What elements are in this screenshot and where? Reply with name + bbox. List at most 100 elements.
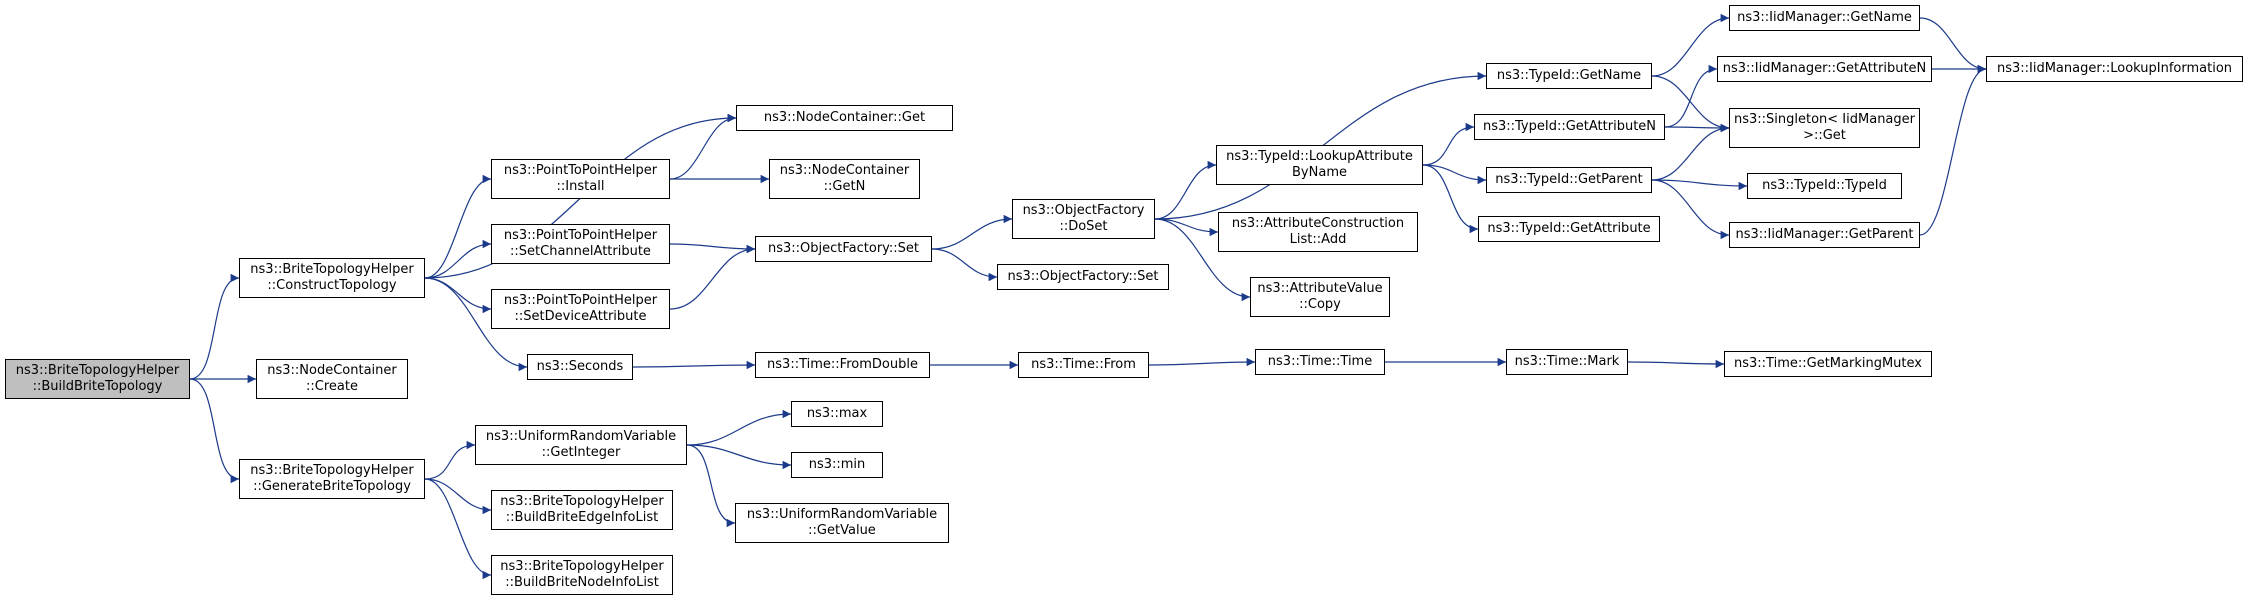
node-iid-getparent[interactable]: ns3::IidManager::GetParent bbox=[1729, 222, 1920, 248]
node-label-line: ns3::NodeContainer bbox=[267, 363, 397, 378]
node-label-line: ns3::UniformRandomVariable bbox=[485, 429, 677, 444]
node-typeid-get-attribute-n[interactable]: ns3::TypeId::GetAttributeN bbox=[1474, 114, 1665, 140]
node-urv-get-integer[interactable]: ns3::UniformRandomVariable::GetInteger bbox=[475, 425, 687, 465]
edge-build-brite-topology-to-generate-brite-topology bbox=[189, 378, 240, 484]
node-label-line: ns3::TypeId::GetAttributeN bbox=[1482, 119, 1657, 134]
edge-generate-brite-topology-to-build-node-info-list bbox=[424, 478, 492, 580]
node-label-line: ns3::PointToPointHelper bbox=[503, 228, 658, 243]
node-label-line: ns3::Time::Time bbox=[1267, 354, 1373, 369]
node-label-line: ns3::Seconds bbox=[536, 359, 624, 374]
node-label-line: ns3::TypeId::GetParent bbox=[1495, 172, 1643, 187]
node-label-line: ns3::TypeId::GetName bbox=[1496, 68, 1642, 83]
node-singleton-get[interactable]: ns3::Singleton< IidManager >::Get bbox=[1729, 108, 1920, 148]
node-time-mark[interactable]: ns3::Time::Mark bbox=[1506, 349, 1628, 375]
edge-urv-get-integer-to-min bbox=[686, 444, 792, 470]
edge-object-factory-set-1-to-object-factory-doset bbox=[931, 214, 1013, 250]
edge-object-factory-set-1-to-object-factory-set-2 bbox=[931, 248, 998, 282]
node-node-container-create[interactable]: ns3::NodeContainer::Create bbox=[256, 359, 408, 399]
node-label-line: ns3::IidManager::GetAttributeN bbox=[1722, 61, 1927, 76]
node-typeid-get-attribute[interactable]: ns3::TypeId::GetAttribute bbox=[1478, 216, 1660, 242]
node-label-line: ns3::Time::GetMarkingMutex bbox=[1734, 356, 1922, 371]
node-iid-lookup-info[interactable]: ns3::IidManager::LookupInformation bbox=[1986, 56, 2243, 82]
node-label-line: ns3::TypeId::TypeId bbox=[1762, 178, 1887, 193]
edge-urv-get-integer-to-max bbox=[686, 409, 792, 446]
node-label-line: ::SetDeviceAttribute bbox=[514, 309, 647, 324]
node-label-line: ns3::ObjectFactory::Set bbox=[1007, 269, 1159, 284]
node-typeid-getparent[interactable]: ns3::TypeId::GetParent bbox=[1486, 167, 1652, 193]
node-label-line: ::ConstructTopology bbox=[267, 278, 397, 293]
node-label-line: ns3::NodeContainer bbox=[779, 163, 910, 178]
node-label-line: ::BuildBriteEdgeInfoList bbox=[505, 510, 659, 525]
node-label-line: ns3::BriteTopologyHelper bbox=[500, 494, 664, 509]
node-iid-getname[interactable]: ns3::IidManager::GetName bbox=[1729, 5, 1920, 31]
node-p2p-set-channel-attr[interactable]: ns3::PointToPointHelper::SetChannelAttri… bbox=[491, 224, 670, 264]
node-attr-value-copy[interactable]: ns3::AttributeValue::Copy bbox=[1250, 277, 1390, 317]
node-label-line: ns3::Time::Mark bbox=[1514, 354, 1620, 369]
node-p2p-install[interactable]: ns3::PointToPointHelper::Install bbox=[491, 159, 670, 199]
edge-object-factory-doset-to-typeid-lookup-attr bbox=[1154, 160, 1217, 220]
edge-urv-get-integer-to-urv-get-value bbox=[686, 444, 736, 528]
node-time-get-marking-mutex[interactable]: ns3::Time::GetMarkingMutex bbox=[1724, 351, 1932, 377]
node-label-line: ns3::BriteTopologyHelper bbox=[15, 363, 180, 378]
node-node-container-getn[interactable]: ns3::NodeContainer::GetN bbox=[769, 159, 920, 199]
node-build-node-info-list[interactable]: ns3::BriteTopologyHelper::BuildBriteNode… bbox=[491, 555, 673, 595]
node-label-line: ns3::Time::From bbox=[1031, 357, 1136, 372]
node-construct-topology[interactable]: ns3::BriteTopologyHelper::ConstructTopol… bbox=[239, 258, 425, 298]
node-min[interactable]: ns3::min bbox=[791, 452, 883, 478]
node-label-line: ::GetN bbox=[823, 179, 866, 194]
edge-typeid-getname-to-singleton-get bbox=[1651, 75, 1730, 133]
edge-typeid-getparent-to-singleton-get bbox=[1651, 123, 1730, 181]
node-label-line: ns3::max bbox=[806, 406, 868, 421]
node-label-line: ns3::min bbox=[808, 457, 866, 472]
node-object-factory-set-2[interactable]: ns3::ObjectFactory::Set bbox=[997, 264, 1169, 290]
edge-iid-getparent-to-iid-lookup-info bbox=[1919, 64, 1987, 236]
node-label-line: ::SetChannelAttribute bbox=[510, 244, 651, 259]
edge-construct-topology-to-seconds bbox=[424, 277, 528, 372]
edge-build-brite-topology-to-construct-topology bbox=[189, 273, 240, 380]
node-typeid-getname[interactable]: ns3::TypeId::GetName bbox=[1486, 63, 1652, 89]
node-node-container-get[interactable]: ns3::NodeContainer::Get bbox=[736, 105, 953, 131]
edge-typeid-getparent-to-typeid-typeid bbox=[1651, 179, 1748, 191]
node-object-factory-set-1[interactable]: ns3::ObjectFactory::Set bbox=[755, 236, 932, 262]
edge-typeid-lookup-attr-to-typeid-get-attribute bbox=[1422, 164, 1479, 234]
node-label-line: ns3::PointToPointHelper bbox=[503, 293, 658, 308]
node-label-line: List::Add bbox=[1289, 232, 1347, 247]
node-time-time[interactable]: ns3::Time::Time bbox=[1255, 349, 1385, 375]
edge-generate-brite-topology-to-build-edge-info-list bbox=[424, 478, 492, 515]
edge-generate-brite-topology-to-urv-get-integer bbox=[424, 440, 476, 480]
node-label-line: ::BuildBriteNodeInfoList bbox=[505, 575, 659, 590]
node-iid-get-attribute-n[interactable]: ns3::IidManager::GetAttributeN bbox=[1717, 56, 1932, 82]
node-p2p-set-device-attr[interactable]: ns3::PointToPointHelper::SetDeviceAttrib… bbox=[491, 289, 670, 329]
node-label-line: ::Copy bbox=[1299, 297, 1341, 312]
edge-iid-getname-to-iid-lookup-info bbox=[1919, 17, 1987, 74]
node-label-line: ns3::ObjectFactory::Set bbox=[767, 241, 920, 256]
node-time-from-double[interactable]: ns3::Time::FromDouble bbox=[755, 352, 930, 378]
node-label-line: ns3::IidManager::GetParent bbox=[1735, 227, 1914, 242]
node-label-line: ns3::ObjectFactory bbox=[1022, 203, 1145, 218]
node-urv-get-value[interactable]: ns3::UniformRandomVariable::GetValue bbox=[735, 503, 949, 543]
node-label-line: ns3::BriteTopologyHelper bbox=[500, 559, 664, 574]
node-label-line: ::BuildBriteTopology bbox=[32, 379, 163, 394]
node-label-line: ::GetValue bbox=[808, 523, 876, 538]
node-label-line: ns3::IidManager::LookupInformation bbox=[1996, 61, 2233, 76]
node-label-line: ::GetInteger bbox=[541, 445, 621, 460]
node-label-line: ns3::Singleton< IidManager bbox=[1733, 112, 1915, 127]
node-seconds[interactable]: ns3::Seconds bbox=[527, 354, 633, 380]
node-typeid-typeid[interactable]: ns3::TypeId::TypeId bbox=[1747, 173, 1902, 199]
edge-p2p-set-device-attr-to-object-factory-set-1 bbox=[669, 244, 756, 310]
node-generate-brite-topology[interactable]: ns3::BriteTopologyHelper::GenerateBriteT… bbox=[239, 459, 425, 499]
edge-time-mark-to-time-get-marking-mutex bbox=[1627, 359, 1725, 369]
node-label-line: ns3::BriteTopologyHelper bbox=[250, 262, 414, 277]
node-build-edge-info-list[interactable]: ns3::BriteTopologyHelper::BuildBriteEdge… bbox=[491, 490, 673, 530]
node-time-from[interactable]: ns3::Time::From bbox=[1018, 352, 1149, 378]
node-label-line: ns3::TypeId::GetAttribute bbox=[1487, 221, 1651, 236]
node-object-factory-doset[interactable]: ns3::ObjectFactory::DoSet bbox=[1012, 199, 1155, 239]
edge-typeid-getname-to-iid-getname bbox=[1651, 13, 1730, 77]
node-label-line: ns3::AttributeConstruction bbox=[1231, 216, 1405, 231]
node-label-line: ns3::BriteTopologyHelper bbox=[250, 463, 414, 478]
node-max[interactable]: ns3::max bbox=[791, 401, 883, 427]
node-label-line: ns3::UniformRandomVariable bbox=[746, 507, 938, 522]
